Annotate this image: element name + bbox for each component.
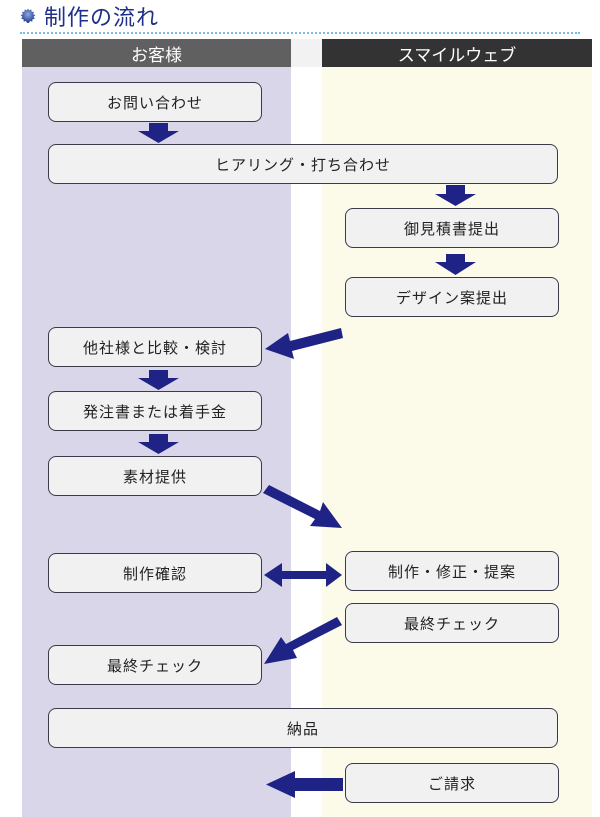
step-confirm: 制作確認: [48, 553, 262, 593]
step-inquiry: お問い合わせ: [48, 82, 262, 122]
lane-gap: [291, 39, 322, 67]
step-delivery: 納品: [48, 708, 558, 748]
step-estimate: 御見積書提出: [345, 208, 559, 248]
title-divider: [20, 32, 580, 34]
step-order: 発注書または着手金: [48, 391, 262, 431]
title-text: 制作の流れ: [44, 6, 160, 31]
page-title: 制作の流れ: [20, 2, 160, 31]
lane-header-company: スマイルウェブ: [322, 39, 592, 67]
lane-header-customer: お客様: [22, 39, 291, 67]
step-compare: 他社様と比較・検討: [48, 327, 262, 367]
step-final-check-customer: 最終チェック: [48, 645, 262, 685]
step-design: デザイン案提出: [345, 277, 559, 317]
step-material: 素材提供: [48, 456, 262, 496]
step-invoice: ご請求: [345, 763, 559, 803]
step-hearing: ヒアリング・打ち合わせ: [48, 144, 558, 184]
step-production: 制作・修正・提案: [345, 551, 559, 591]
step-final-check-company: 最終チェック: [345, 603, 559, 643]
gear-bullet-icon: [20, 8, 36, 23]
